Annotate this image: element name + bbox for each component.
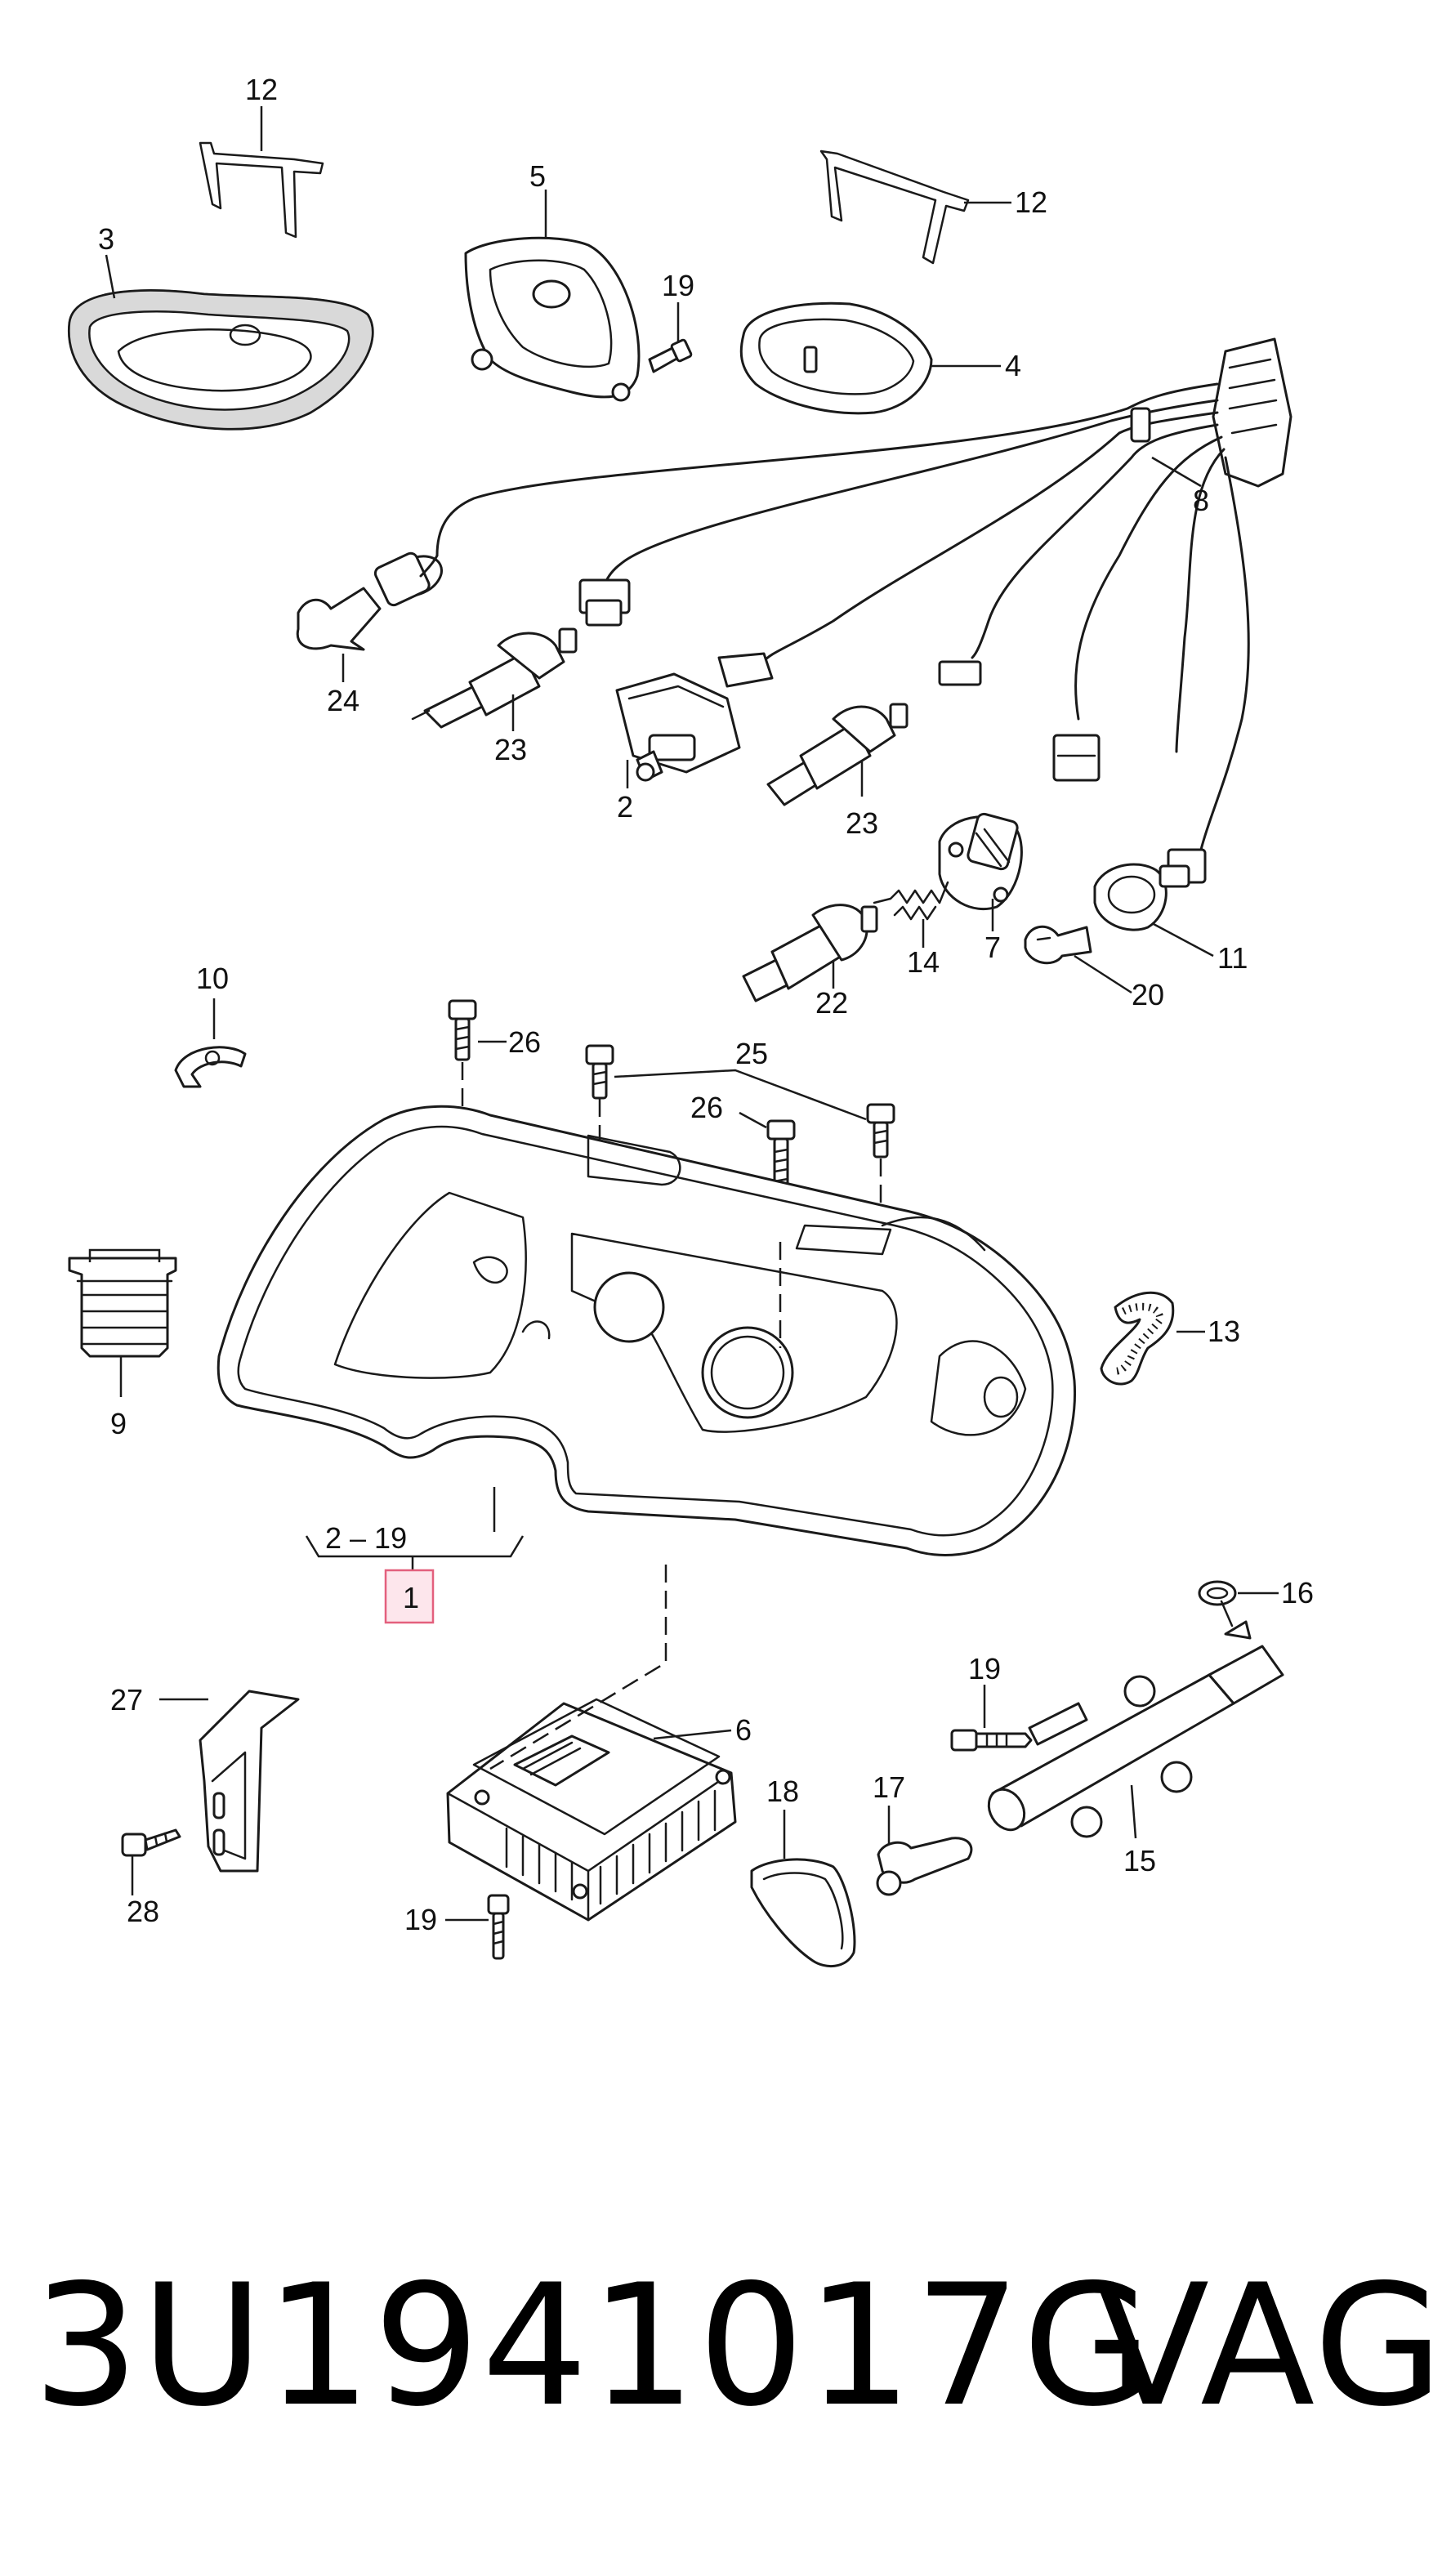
retaining-clip-12-right: [819, 150, 970, 265]
callout-23-left: 23: [494, 733, 527, 766]
callout-26-left: 26: [508, 1025, 541, 1059]
bulb-22: [742, 904, 878, 1002]
exploded-parts-diagram: 12 3 5 19 12 4: [67, 73, 1314, 1968]
retaining-clip-12-left: [199, 141, 324, 239]
callout-2: 2: [617, 790, 633, 824]
callout-20: 20: [1132, 978, 1164, 1011]
callout-7: 7: [984, 931, 1001, 964]
bracket-27: [199, 1690, 300, 1873]
callout-19-right: 19: [968, 1652, 1001, 1685]
callout-22: 22: [815, 986, 848, 1020]
callout-9: 9: [110, 1407, 127, 1440]
grommet-9: [68, 1257, 177, 1358]
callout-16: 16: [1281, 1576, 1314, 1609]
motor-2: [615, 672, 741, 782]
gasket-3: [67, 289, 374, 431]
highlighted-part-label-box: [384, 1569, 435, 1624]
callout-14: 14: [907, 945, 940, 979]
wiring-harness-8: [435, 337, 1293, 851]
screw-28: [121, 1828, 181, 1857]
headlight-assembly-1: [217, 1105, 1077, 1556]
o-ring-16: [1198, 1580, 1237, 1606]
housing-5: [464, 236, 641, 402]
callout-12-left: 12: [245, 73, 278, 106]
washer-nozzle-15: [987, 1600, 1284, 1838]
hose-13: [1100, 1291, 1175, 1386]
pin-17: [876, 1837, 973, 1896]
bulb-23-left: [411, 627, 578, 729]
screw-26-left: [448, 999, 477, 1061]
callout-19-top: 19: [662, 269, 694, 302]
callout-17: 17: [873, 1770, 905, 1804]
callout-1: 1: [403, 1581, 419, 1614]
screw-19-right: [950, 1729, 1033, 1752]
callout-19-bottom: 19: [404, 1903, 437, 1936]
bulb-20: [1024, 925, 1092, 965]
screw-19-top: [648, 338, 693, 373]
callout-12-right: 12: [1015, 185, 1047, 219]
callout-15: 15: [1123, 1844, 1156, 1877]
callout-23-right: 23: [846, 806, 878, 840]
part-number-text: 3U1941017G: [33, 2249, 1154, 2444]
callout-2-19: 2 – 19: [325, 1521, 407, 1555]
clip-10: [174, 1046, 247, 1088]
callout-5: 5: [529, 159, 546, 193]
brand-text: VAG: [1095, 2249, 1445, 2444]
callout-3: 3: [98, 222, 114, 256]
spring-14: [873, 881, 949, 921]
callout-13: 13: [1208, 1315, 1240, 1348]
socket-7: [938, 812, 1023, 911]
callout-8: 8: [1193, 484, 1209, 517]
callout-18: 18: [766, 1775, 799, 1808]
screw-25-left: [585, 1044, 614, 1100]
trim-cap-18: [750, 1858, 856, 1968]
callout-4: 4: [1005, 349, 1021, 382]
callout-24: 24: [327, 684, 359, 717]
screw-25-right: [866, 1103, 895, 1159]
callout-6: 6: [735, 1713, 752, 1747]
callout-26-center: 26: [690, 1091, 723, 1124]
callout-27: 27: [110, 1683, 143, 1717]
screw-19-bottom: [487, 1894, 510, 1960]
callout-25: 25: [735, 1037, 768, 1070]
cover-4: [739, 301, 933, 415]
callout-28: 28: [127, 1895, 159, 1928]
callout-11: 11: [1217, 941, 1248, 975]
bulb-23-right: [766, 703, 909, 806]
ballast-unit-6: [446, 1698, 737, 1922]
bulb-holder-11: [1093, 863, 1190, 931]
callout-10: 10: [196, 962, 229, 995]
bulb-24: [296, 551, 443, 651]
